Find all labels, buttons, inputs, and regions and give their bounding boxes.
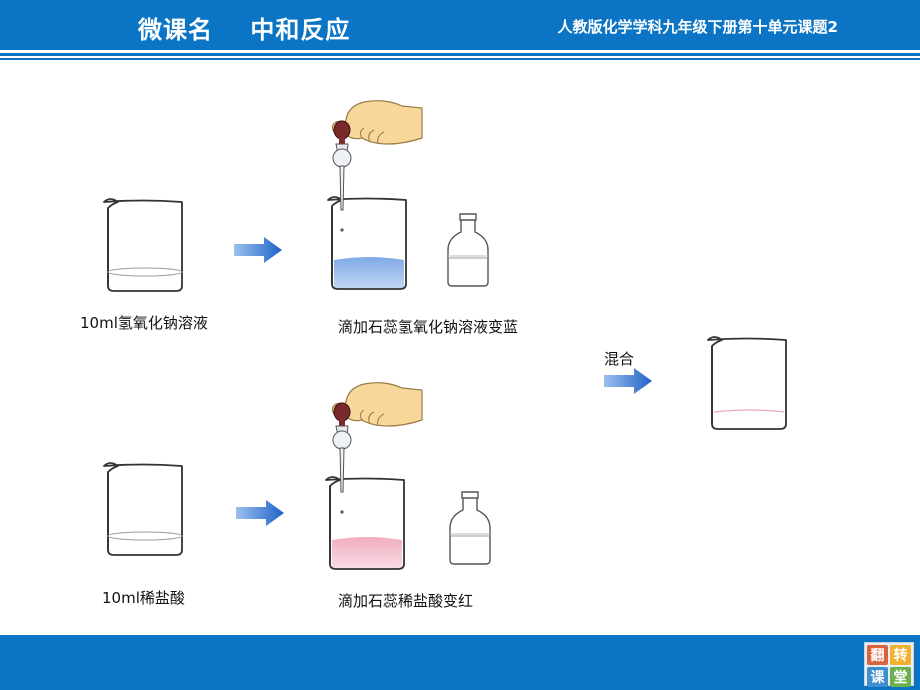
divider-line (0, 53, 920, 56)
logo-char: 翻 (867, 645, 888, 665)
label-naoh: 10ml氢氧化钠溶液 (80, 314, 208, 332)
beaker-blue-solution (327, 196, 407, 290)
title-bar: 微课名 中和反应 人教版化学学科九年级下册第十单元课题2 (0, 0, 920, 50)
logo-char: 转 (890, 645, 911, 665)
arrow-right-icon (234, 237, 282, 263)
dropper-hand-icon (331, 100, 423, 233)
logo-char: 课 (867, 667, 888, 687)
footer-bar (0, 635, 920, 690)
arrow-right-icon (236, 500, 284, 526)
course-subtitle: 人教版化学学科九年级下册第十单元课题2 (557, 18, 838, 36)
flipped-classroom-logo: 翻 转 课 堂 (864, 642, 914, 687)
beaker-red-solution (325, 476, 405, 570)
label-mix: 混合 (604, 350, 635, 368)
dropper-hand-icon (331, 382, 423, 515)
label-hcl-litmus: 滴加石蕊稀盐酸变红 (338, 592, 474, 610)
label-naoh-litmus: 滴加石蕊氢氧化钠溶液变蓝 (338, 318, 519, 336)
beaker-mixed (707, 336, 787, 430)
bottle-icon (449, 491, 491, 565)
beaker-hcl (103, 462, 183, 556)
bottle-icon (447, 213, 489, 287)
mix-arrow-icon (604, 368, 652, 394)
lesson-title: 微课名 中和反应 (138, 16, 351, 44)
logo-char: 堂 (890, 667, 911, 687)
label-hcl: 10ml稀盐酸 (102, 589, 185, 607)
beaker-naoh (103, 198, 183, 292)
divider-line-thin (0, 58, 920, 60)
